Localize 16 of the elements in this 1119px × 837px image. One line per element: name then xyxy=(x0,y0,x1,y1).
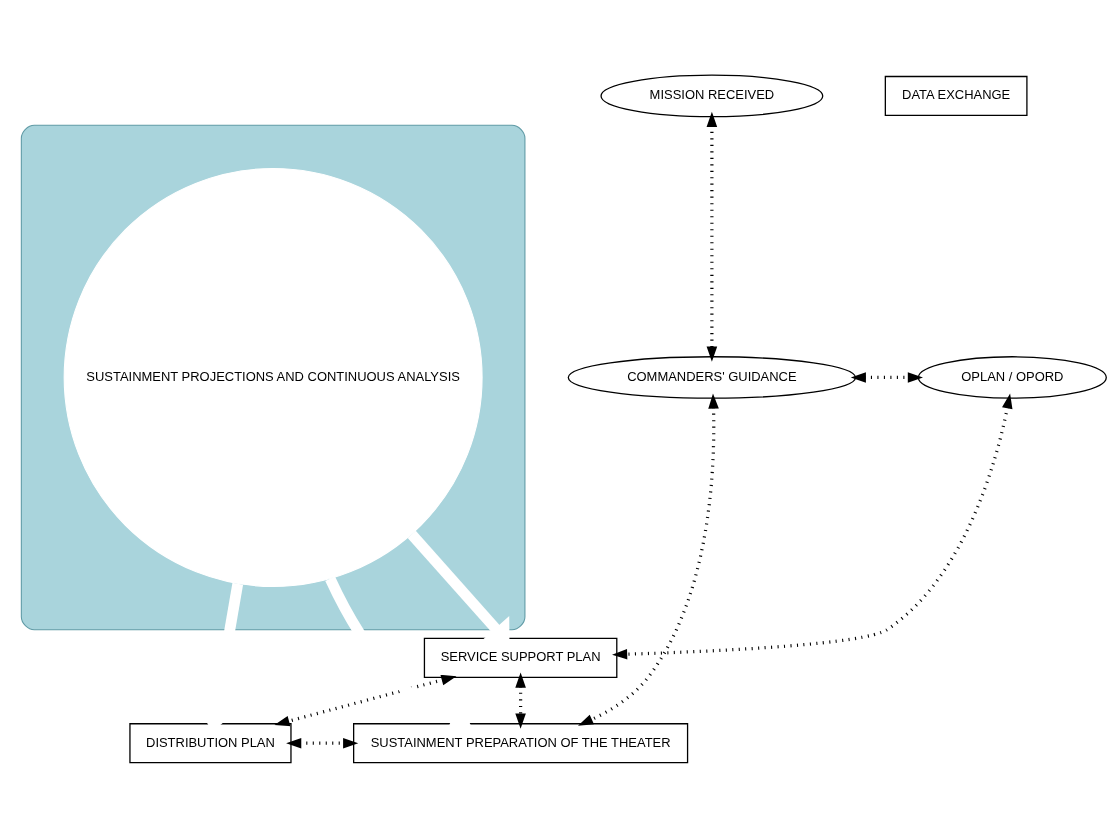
arrow xyxy=(706,111,718,362)
node-ellipse: OPLAN / OPORD xyxy=(917,355,1107,399)
arrow xyxy=(286,737,359,749)
node-box: SUSTAINMENT PREPARATION OF THE THEATER xyxy=(353,722,689,763)
node-box: DATA EXCHANGE xyxy=(884,75,1028,116)
node-ellipse: MISSION RECEIVED xyxy=(600,74,824,117)
arrow xyxy=(274,674,457,726)
cluster xyxy=(20,124,526,630)
arrow xyxy=(515,672,526,729)
node-circle: SUSTAINMENT PROJECTIONS AND CONTINUOUS ANALYSIS xyxy=(63,167,483,587)
arrow xyxy=(578,393,719,726)
node-ellipse: COMMANDERS' GUIDANCE xyxy=(567,355,857,399)
arrow xyxy=(612,392,1013,660)
arrow xyxy=(850,371,923,383)
node-box: SERVICE SUPPORT PLAN xyxy=(423,637,618,678)
node-box: DISTRIBUTION PLAN xyxy=(129,722,292,763)
